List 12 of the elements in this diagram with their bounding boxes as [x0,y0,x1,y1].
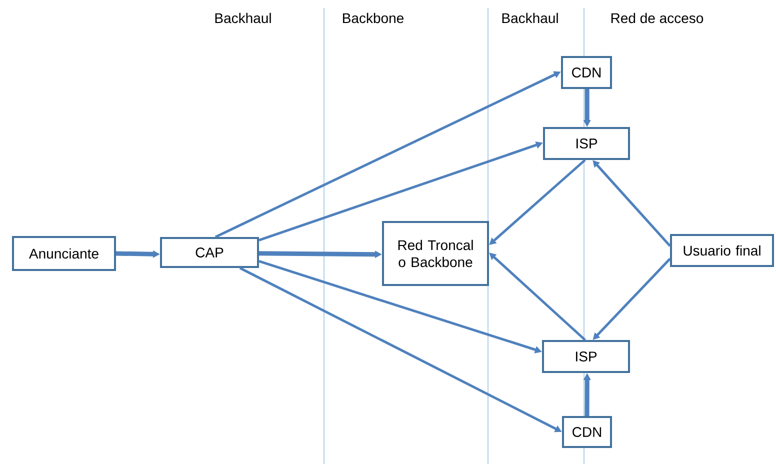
column-heading: Red de acceso [611,12,704,24]
column-heading: Backhaul [502,12,558,24]
process-box: CDN [562,416,612,448]
process-box: CAP [160,237,259,268]
process-box: ISP [543,127,630,160]
column-heading: Backhaul [215,12,271,24]
process-box: ISP [542,340,630,373]
process-box: Red Troncal o Backbone [382,221,489,286]
process-box: CDN [561,56,612,89]
process-box: Anunciante [12,236,116,271]
process-box: Usuario final [670,234,774,267]
column-heading: Backbone [343,12,404,24]
